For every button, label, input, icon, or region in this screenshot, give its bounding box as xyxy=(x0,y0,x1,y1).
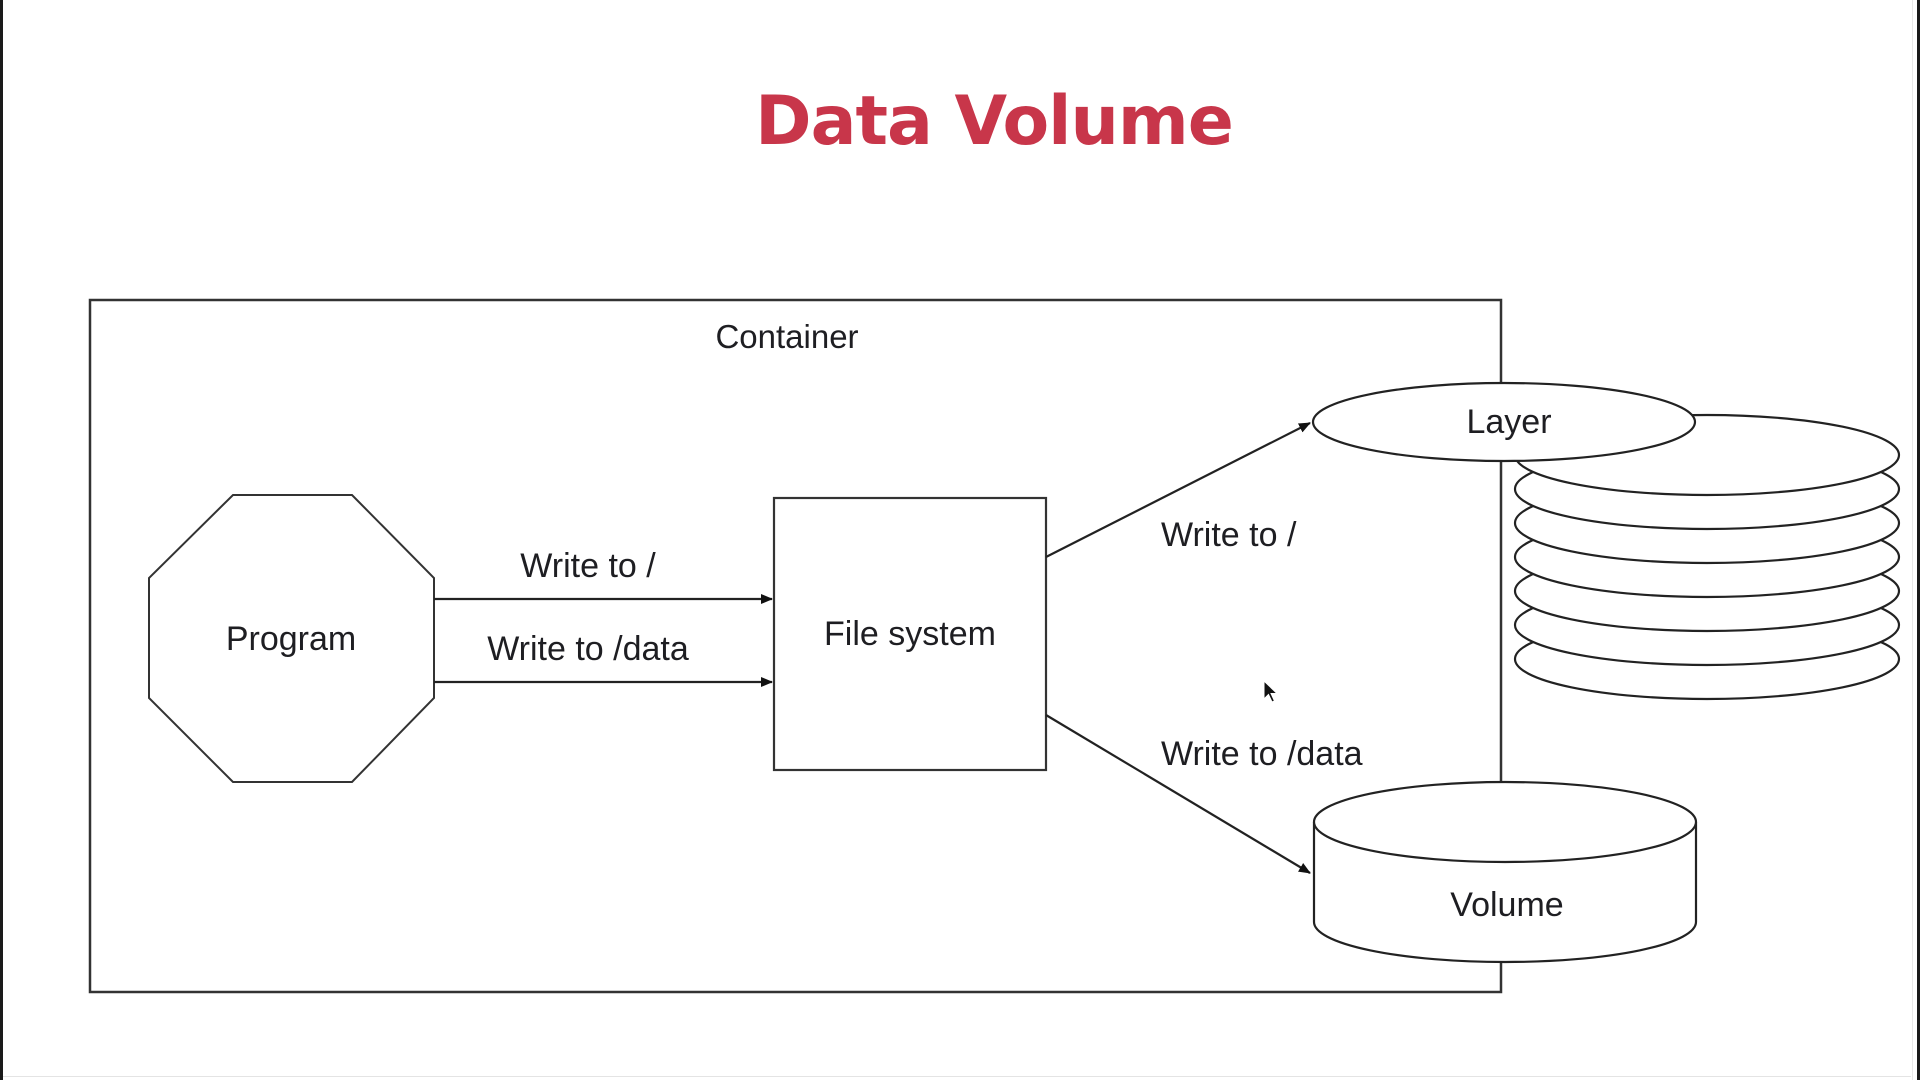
arrow-fs-to-volume xyxy=(1045,714,1311,874)
container-label: Container xyxy=(715,318,858,355)
file-system-box xyxy=(772,496,1048,772)
edge-label-write-data-right: Write to /data xyxy=(1161,735,1363,773)
layer-ellipse xyxy=(1311,381,1697,463)
data-volume-diagram: Container Program Write to / Write to /d… xyxy=(88,298,1901,994)
program-label: Program xyxy=(226,620,356,658)
volume-cylinder-top xyxy=(1312,780,1698,864)
layer-stack xyxy=(1513,413,1901,701)
file-system-node: File system xyxy=(772,496,1048,772)
container-box xyxy=(88,298,1503,994)
volume-node: Volume xyxy=(1312,780,1698,964)
slide-title: Data Volume xyxy=(755,82,1234,161)
layer-label: Layer xyxy=(1466,403,1551,441)
program-octagon xyxy=(148,494,435,783)
edge-label-write-root-right: Write to / xyxy=(1161,516,1297,554)
program-node: Program xyxy=(148,494,435,783)
file-system-label: File system xyxy=(824,615,996,653)
edge-program-to-fs-root: Write to / xyxy=(434,547,773,604)
edge-fs-to-volume: Write to /data xyxy=(1045,714,1363,874)
edge-label-write-root-left: Write to / xyxy=(520,547,656,585)
arrow-fs-to-layer xyxy=(1045,422,1311,558)
mouse-pointer-icon xyxy=(1263,680,1279,703)
edge-program-to-fs-data: Write to /data xyxy=(434,630,773,687)
layer-node: Layer xyxy=(1311,381,1697,463)
volume-label: Volume xyxy=(1450,886,1563,924)
edge-fs-to-layer: Write to / xyxy=(1045,422,1311,558)
edge-label-write-data-left: Write to /data xyxy=(487,630,689,668)
